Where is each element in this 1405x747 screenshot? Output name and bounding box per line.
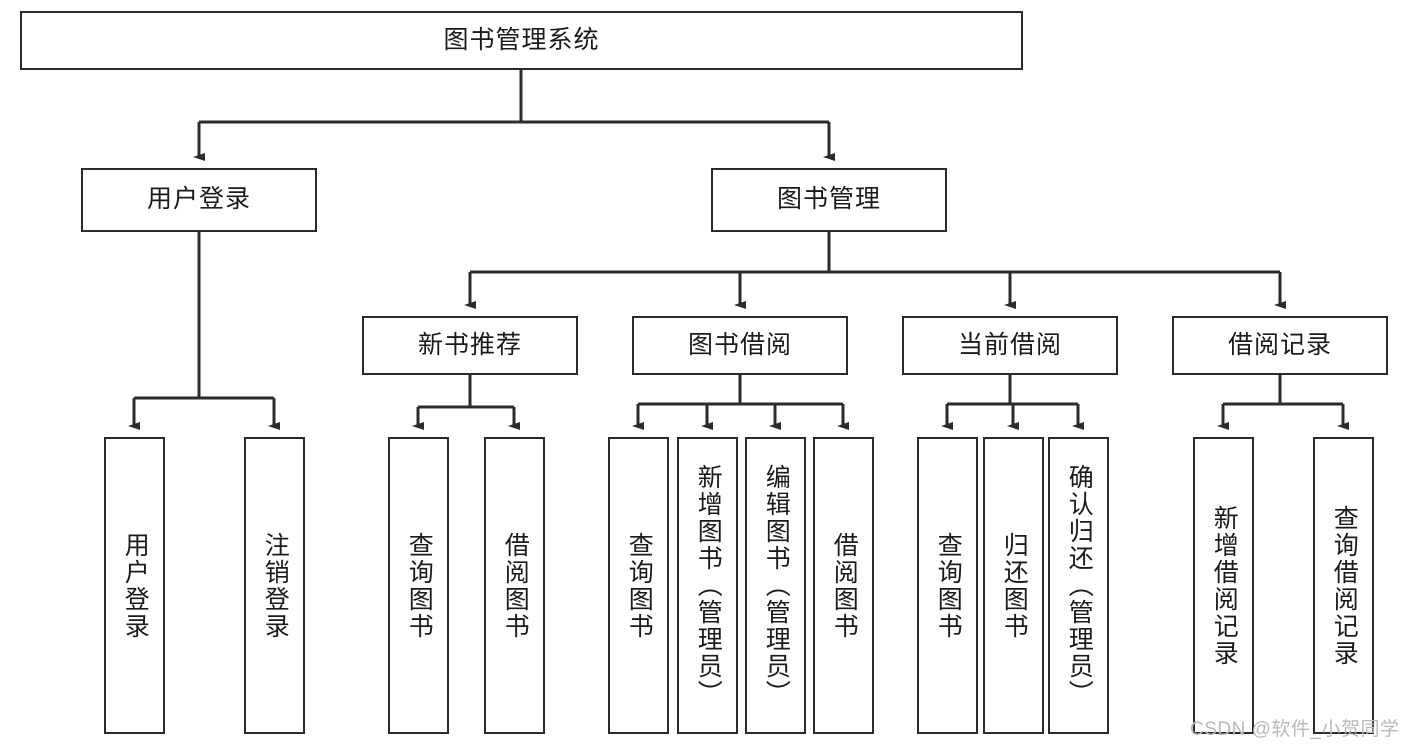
node-label: 借阅记录: [1227, 330, 1332, 359]
leaf-borrow-book[interactable]: 借阅图书: [813, 437, 874, 734]
leaf-query-book-borrow[interactable]: 查询图书: [608, 437, 669, 734]
leaf-add-book-admin[interactable]: 新增图书（管理员）: [677, 437, 738, 734]
node-book-borrow[interactable]: 图书借阅: [632, 316, 848, 375]
leaf-user-login[interactable]: 用户登录: [104, 437, 165, 734]
node-label: 查询图书: [625, 531, 654, 640]
leaf-logout[interactable]: 注销登录: [244, 437, 305, 734]
node-label: 注销登录: [261, 531, 290, 640]
node-label: 新增借阅记录: [1210, 504, 1239, 667]
node-label: 归还图书: [1000, 531, 1029, 640]
node-label: 新增图书（管理员）: [694, 464, 723, 707]
node-current-borrow[interactable]: 当前借阅: [902, 316, 1118, 375]
node-label: 当前借阅: [957, 330, 1062, 359]
node-label: 编辑图书（管理员）: [762, 464, 791, 707]
node-user-login[interactable]: 用户登录: [81, 168, 317, 232]
node-new-book-recommend[interactable]: 新书推荐: [362, 316, 578, 375]
node-label: 图书借阅: [687, 330, 792, 359]
leaf-borrow-book-recommend[interactable]: 借阅图书: [484, 437, 545, 734]
csdn-watermark: CSDN @软件_小贺同学: [1190, 719, 1400, 740]
node-label: 图书管理: [776, 185, 881, 214]
leaf-confirm-return-admin[interactable]: 确认归还（管理员）: [1048, 437, 1109, 734]
node-label: 图书管理系统: [443, 25, 600, 54]
node-label: 确认归还（管理员）: [1065, 464, 1094, 707]
node-label: 用户登录: [121, 531, 150, 640]
node-label: 借阅图书: [830, 531, 859, 640]
node-label: 查询借阅记录: [1330, 504, 1359, 667]
node-label: 新书推荐: [417, 330, 522, 359]
node-label: 查询图书: [405, 531, 434, 640]
leaf-query-book-recommend[interactable]: 查询图书: [388, 437, 449, 734]
leaf-add-borrow-record[interactable]: 新增借阅记录: [1193, 437, 1254, 734]
node-label: 查询图书: [934, 531, 963, 640]
node-label: 用户登录: [146, 185, 251, 214]
node-borrow-record[interactable]: 借阅记录: [1172, 316, 1388, 375]
leaf-query-borrow-record[interactable]: 查询借阅记录: [1313, 437, 1374, 734]
leaf-query-book-current[interactable]: 查询图书: [917, 437, 978, 734]
leaf-return-book[interactable]: 归还图书: [983, 437, 1044, 734]
node-book-management[interactable]: 图书管理: [711, 168, 947, 232]
leaf-edit-book-admin[interactable]: 编辑图书（管理员）: [745, 437, 806, 734]
node-label: 借阅图书: [501, 531, 530, 640]
node-root[interactable]: 图书管理系统: [20, 11, 1023, 70]
